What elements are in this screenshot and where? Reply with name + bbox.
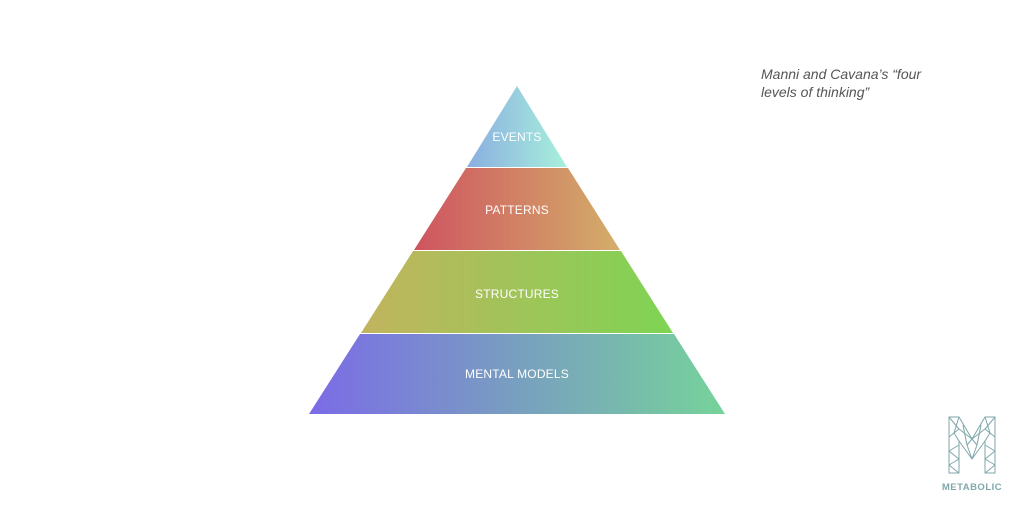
- level-label-structures: STRUCTURES: [475, 287, 559, 301]
- diagram-caption: Manni and Cavana’s “four levels of think…: [761, 66, 922, 100]
- level-label-patterns: PATTERNS: [485, 203, 549, 217]
- logo-wordmark: METABOLIC: [941, 482, 1003, 493]
- pyramid-level-patterns: [414, 168, 620, 250]
- metabolic-m-logo-icon: [948, 416, 996, 474]
- pyramid-level-events: [467, 86, 567, 167]
- pyramid-level-structures: [361, 251, 673, 333]
- metabolic-logo: METABOLIC: [940, 415, 1004, 493]
- pyramid-level-mental-models: [309, 334, 725, 414]
- level-label-events: EVENTS: [492, 130, 541, 144]
- level-label-mental-models: MENTAL MODELS: [465, 367, 569, 381]
